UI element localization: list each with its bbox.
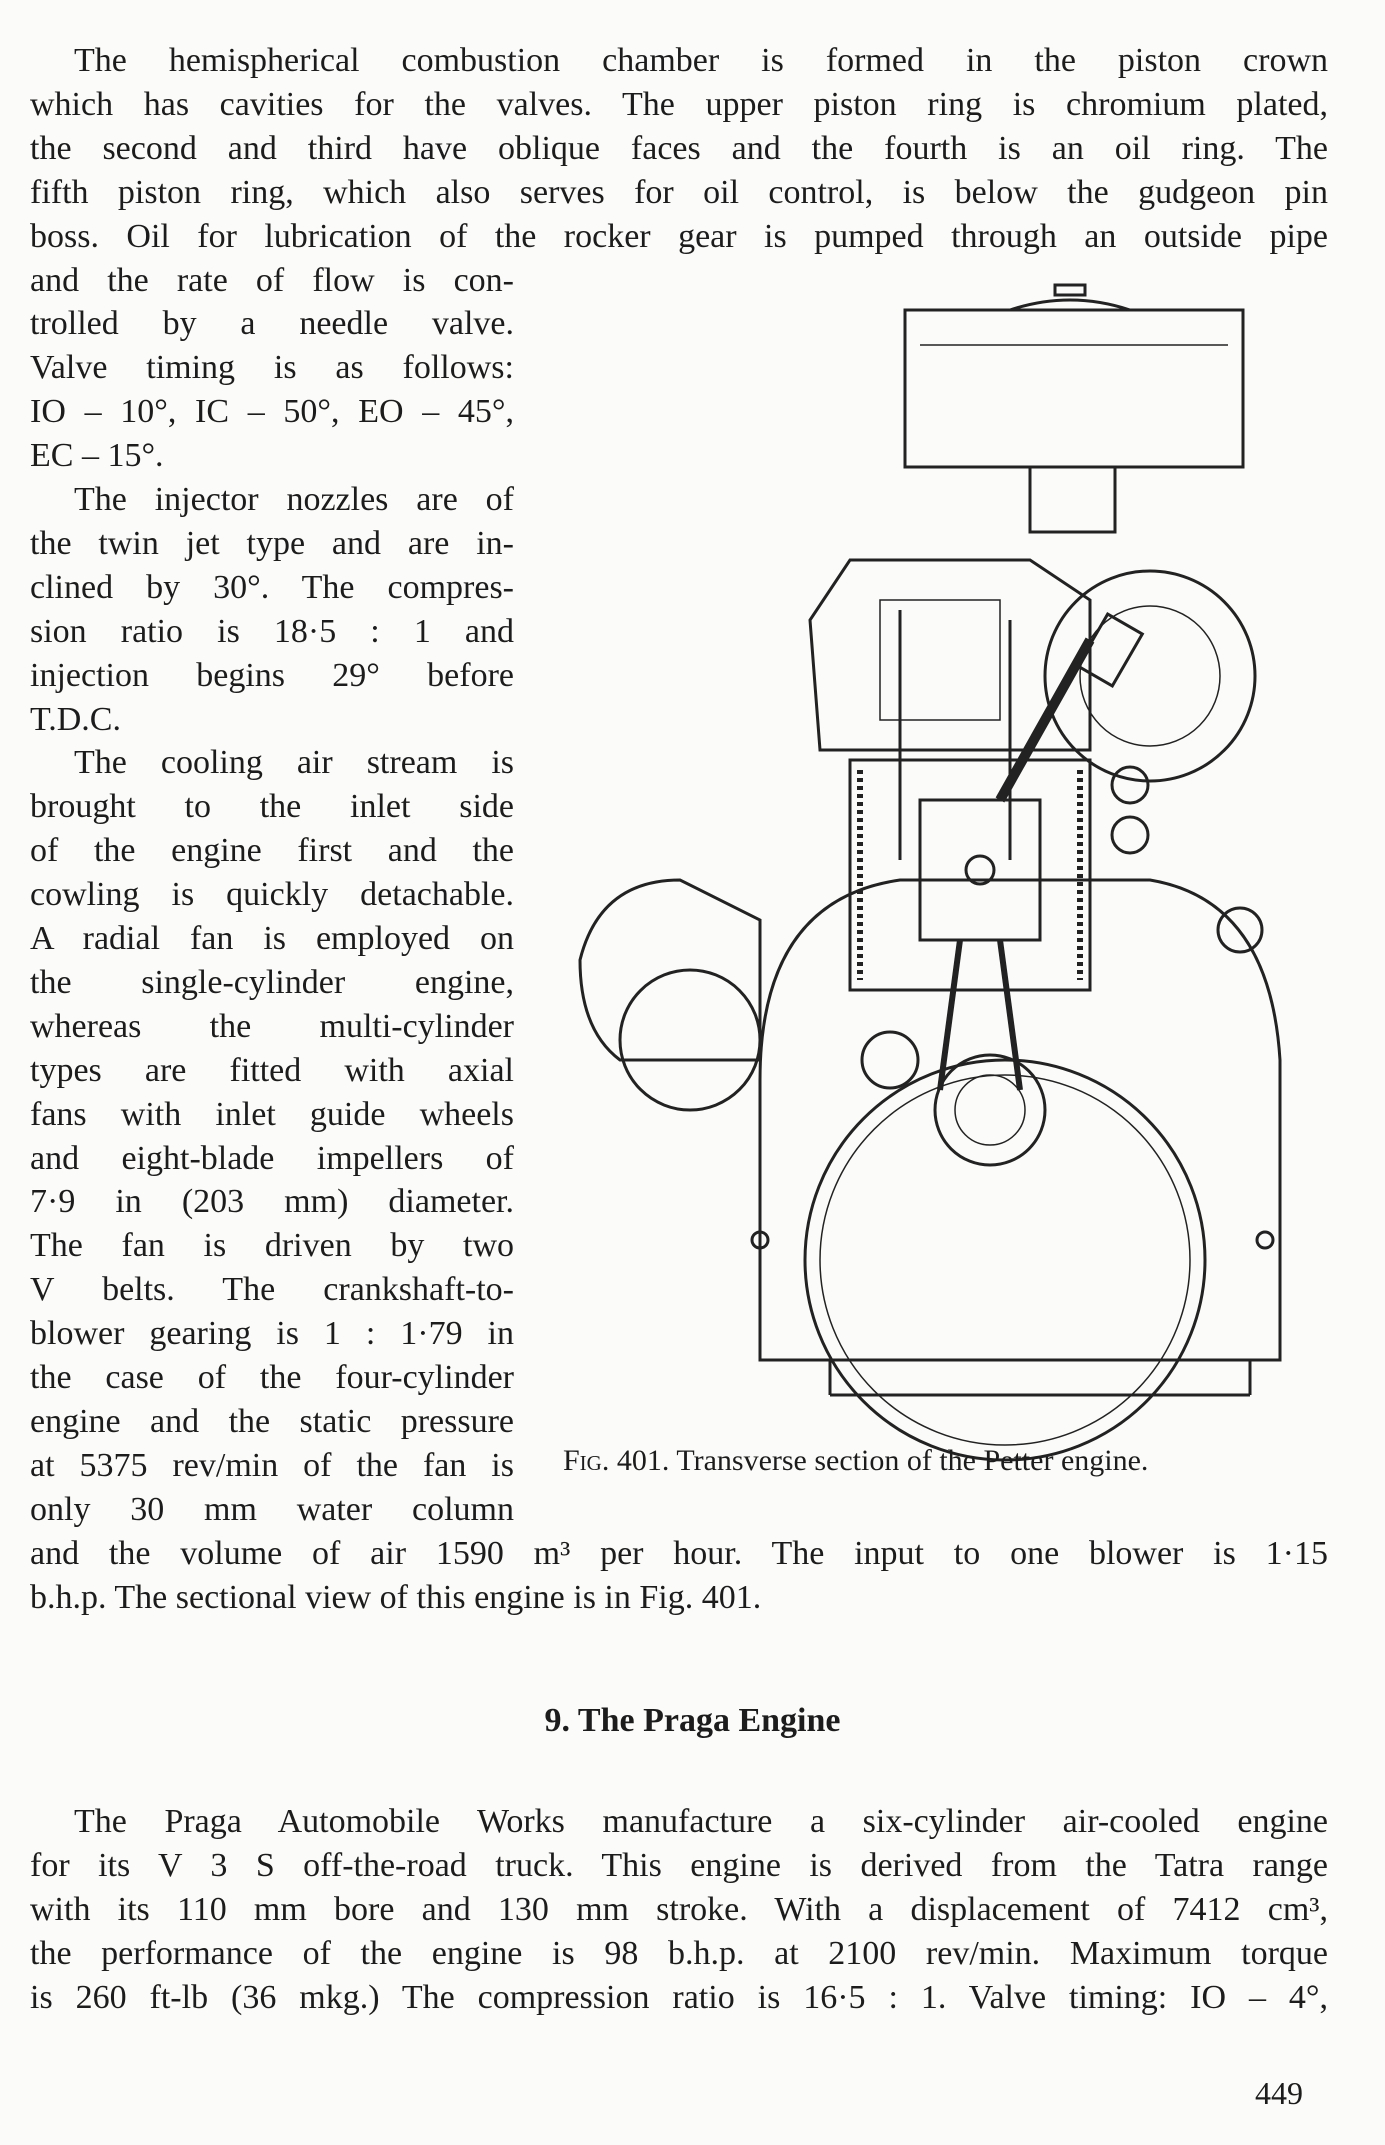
text-line: V belts. The crankshaft-to- [30, 1271, 514, 1309]
text-line: T.D.C. [30, 700, 121, 738]
text-line: and eight-blade impellers of [30, 1139, 514, 1177]
text-line: is 260 ft-lb (36 mkg.) The compression r… [30, 1978, 1328, 2016]
text-line: fans with inlet guide wheels [30, 1095, 514, 1133]
text-line: sion ratio is 18·5 : 1 and [30, 612, 514, 650]
text-line: and the volume of air 1590 m³ per hour. … [30, 1534, 1328, 1572]
text-line: blower gearing is 1 : 1·79 in [30, 1315, 514, 1353]
text-line: boss. Oil for lubrication of the rocker … [30, 217, 1328, 255]
fan-housing [1043, 569, 1257, 855]
air-filter-box [903, 283, 1245, 534]
cylinder-barrel [848, 758, 1092, 1091]
text-line: the single-cylinder engine, [30, 963, 514, 1001]
text-line: clined by 30°. The compres- [30, 568, 514, 606]
text-line: 7·9 in (203 mm) diameter. [30, 1183, 514, 1221]
text-line: with its 110 mm bore and 130 mm stroke. … [30, 1890, 1328, 1928]
text-line: b.h.p. The sectional view of this engine… [30, 1578, 762, 1616]
cylinder-head [808, 558, 1145, 860]
text-line: types are fitted with axial [30, 1051, 514, 1089]
text-line: injection begins 29° before [30, 656, 514, 694]
text-line: The hemispherical combustion chamber is … [74, 42, 1328, 79]
figure-caption-text: Transverse section of the Petter engine. [676, 1444, 1149, 1477]
text-line: the case of the four-cylinder [30, 1359, 514, 1396]
figure-caption-label: Fig. 401. [563, 1444, 670, 1477]
text-line: whereas the multi-cylinder [30, 1007, 514, 1045]
text-line: The Praga Automobile Works manufacture a… [74, 1803, 1328, 1840]
text-line: which has cavities for the valves. The u… [30, 85, 1328, 123]
text-line: the twin jet type and are in- [30, 524, 514, 562]
text-line: A radial fan is employed on [30, 920, 514, 957]
text-line: The cooling air stream is [74, 744, 514, 782]
text-line: brought to the inlet side [30, 788, 514, 826]
text-line: EC – 15°. [30, 437, 164, 475]
text-line: cowling is quickly detachable. [30, 876, 514, 914]
text-line: and the rate of flow is con- [30, 261, 514, 299]
text-line: The fan is driven by two [30, 1227, 514, 1265]
text-line: at 5375 rev/min of the fan is [30, 1446, 514, 1484]
crankcase-flywheel [578, 878, 1282, 1462]
text-line: engine and the static pressure [30, 1402, 514, 1440]
text-line: only 30 mm water column [30, 1490, 514, 1528]
page-number: 449 [1255, 2075, 1303, 2111]
text-line: of the engine first and the [30, 832, 514, 870]
text-line: trolled by a needle valve. [30, 305, 514, 343]
figure-caption: Fig. 401. Transverse section of the Pett… [563, 1444, 1148, 1478]
text-line: the performance of the engine is 98 b.h.… [30, 1934, 1328, 1972]
text-line: IO – 10°, IC – 50°, EO – 45°, [30, 393, 514, 431]
text-line: the second and third have oblique faces … [30, 129, 1328, 167]
text-line: for its V 3 S off-the-road truck. This e… [30, 1846, 1328, 1884]
text-line: The injector nozzles are of [74, 481, 514, 518]
section-heading: 9. The Praga Engine [544, 1702, 841, 1739]
text-line: fifth piston ring, which also serves for… [30, 173, 1328, 211]
text-line: Valve timing is as follows: [30, 349, 514, 387]
